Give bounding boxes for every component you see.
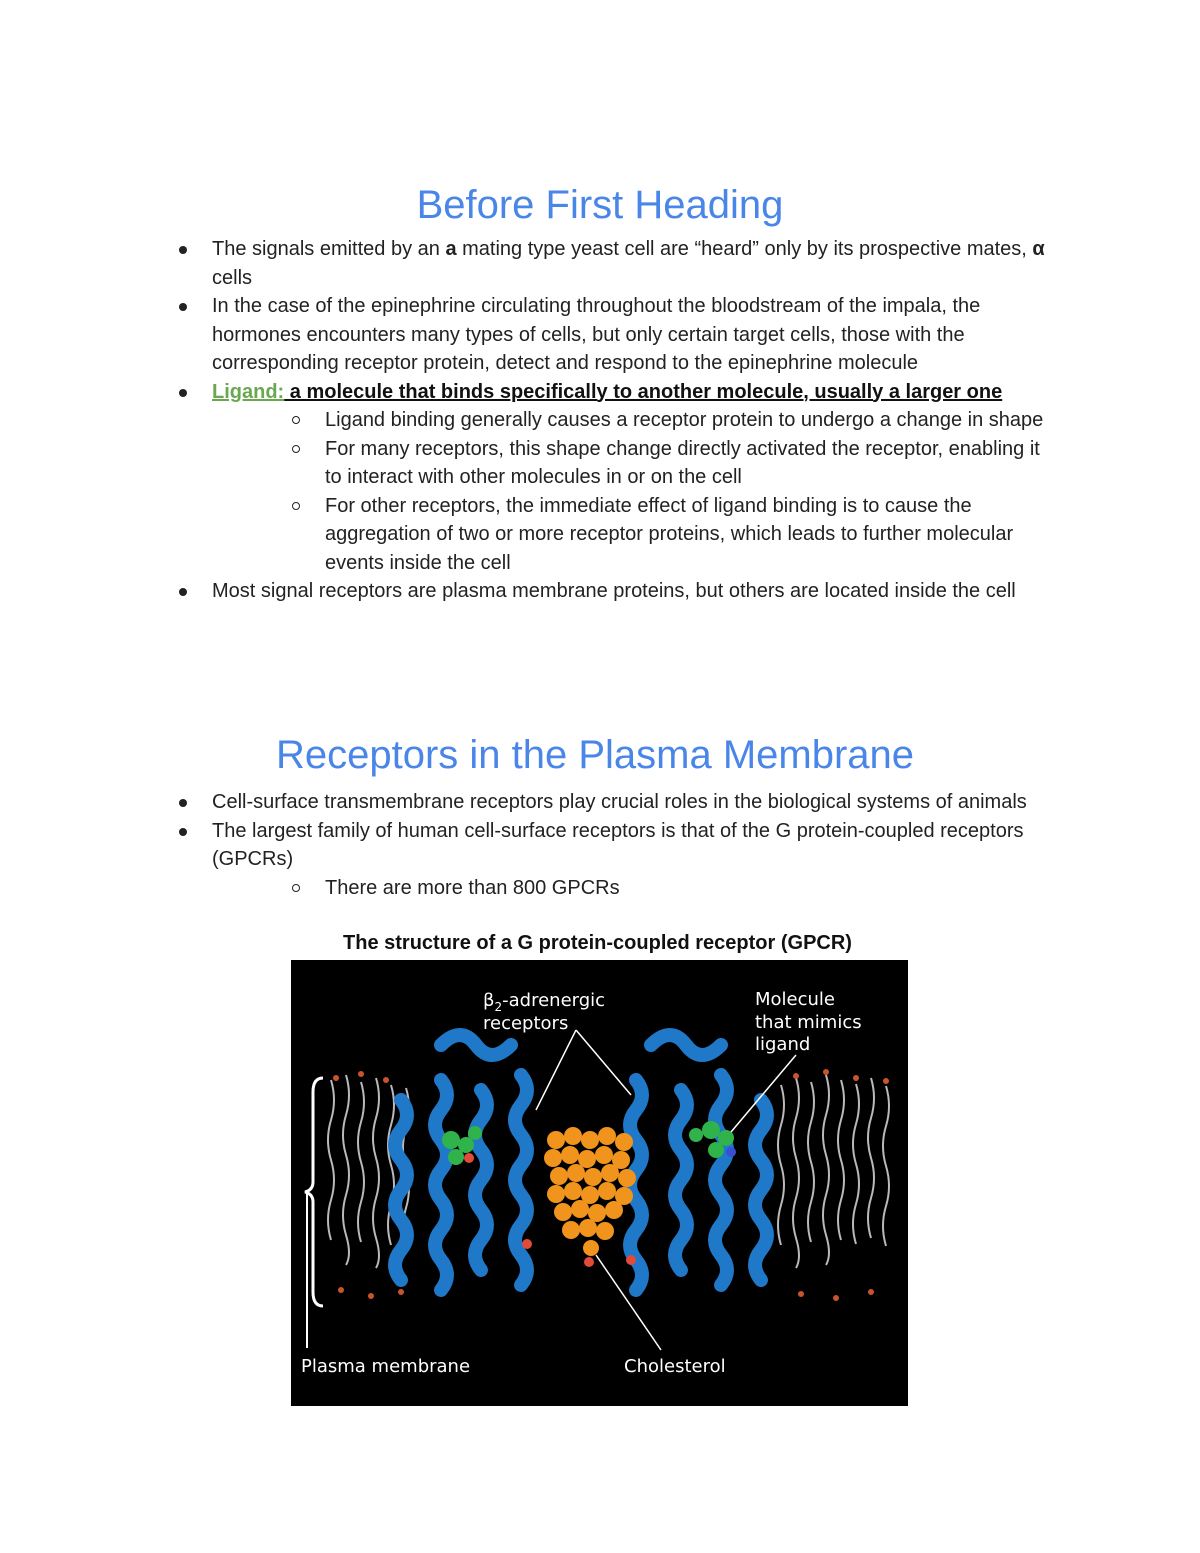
receptor-left (388, 1028, 534, 1297)
figure-caption: The structure of a G protein-coupled rec… (343, 932, 852, 954)
bullet-receptor-location: Most signal receptors are plasma membran… (170, 577, 1050, 606)
label-leader-lines (535, 1029, 797, 1351)
bold-alpha: α (1032, 238, 1045, 260)
gpcr-structure-figure: β2-adrenergic receptors Molecule that mi… (291, 960, 908, 1406)
bullet-text: In the case of the epinephrine circulati… (212, 295, 981, 374)
bullet-yeast-signals: The signals emitted by an a mating type … (170, 235, 1050, 292)
sub-bullet-activation: For many receptors, this shape change di… (212, 435, 1050, 492)
label-ligand-line2: that mimics (755, 1012, 862, 1033)
bullet-text: Most signal receptors are plasma membran… (212, 580, 1016, 602)
bullet-text: The largest family of human cell-surface… (212, 819, 1024, 871)
ligand-term: Ligand: (212, 380, 285, 403)
section-heading-2: Receptors in the Plasma Membrane (275, 733, 915, 777)
sub-bullet-aggregation: For other receptors, the immediate effec… (212, 492, 1050, 578)
sub-bullet-shape-change: Ligand binding generally causes a recept… (212, 406, 1050, 435)
label-plasma-membrane: Plasma membrane (301, 1356, 470, 1377)
bullet-text: The signals emitted by an (212, 238, 446, 260)
bullet-gpcr-family: The largest family of human cell-surface… (170, 817, 1050, 903)
section-heading-1: Before First Heading (416, 183, 784, 227)
label-ligand-line3: ligand (755, 1034, 810, 1055)
bullet-text: cells (212, 266, 253, 289)
ligand-molecule-left (442, 1126, 482, 1165)
ligand-sublist: Ligand binding generally causes a recept… (212, 406, 1050, 577)
gpcr-illustration: β2-adrenergic receptors Molecule that mi… (291, 960, 908, 1406)
sub-bullet-gpcr-count: There are more than 800 GPCRs (212, 874, 1050, 903)
label-ligand-line1: Molecule (755, 989, 835, 1010)
lipid-bilayer-right (777, 1074, 890, 1269)
label-receptors-line2: receptors (483, 1013, 568, 1034)
bullet-epinephrine: In the case of the epinephrine circulati… (170, 292, 1050, 378)
ligand-molecule-right (689, 1121, 736, 1158)
section-2-list: Cell-surface transmembrane receptors pla… (170, 788, 1050, 902)
label-cholesterol: Cholesterol (624, 1356, 726, 1377)
membrane-bracket (304, 1076, 324, 1308)
gpcr-sublist: There are more than 800 GPCRs (212, 874, 1050, 903)
ligand-definition: a molecule that binds specifically to an… (284, 380, 1003, 403)
bullet-ligand-definition: Ligand: a molecule that binds specifical… (170, 378, 1050, 578)
section-1-list: The signals emitted by an a mating type … (170, 235, 1050, 606)
bold-a: a (445, 238, 457, 260)
bullet-text: mating type yeast cell are “heard” only … (456, 238, 1033, 260)
bullet-text: Cell-surface transmembrane receptors pla… (212, 791, 1027, 813)
label-receptors-line1: β2-adrenergic (483, 990, 605, 1014)
cholesterol-oxygens (522, 1239, 636, 1267)
cholesterol-cluster (544, 1127, 636, 1256)
bullet-transmembrane-receptors: Cell-surface transmembrane receptors pla… (170, 788, 1050, 817)
lipid-head-groups (333, 1069, 889, 1301)
